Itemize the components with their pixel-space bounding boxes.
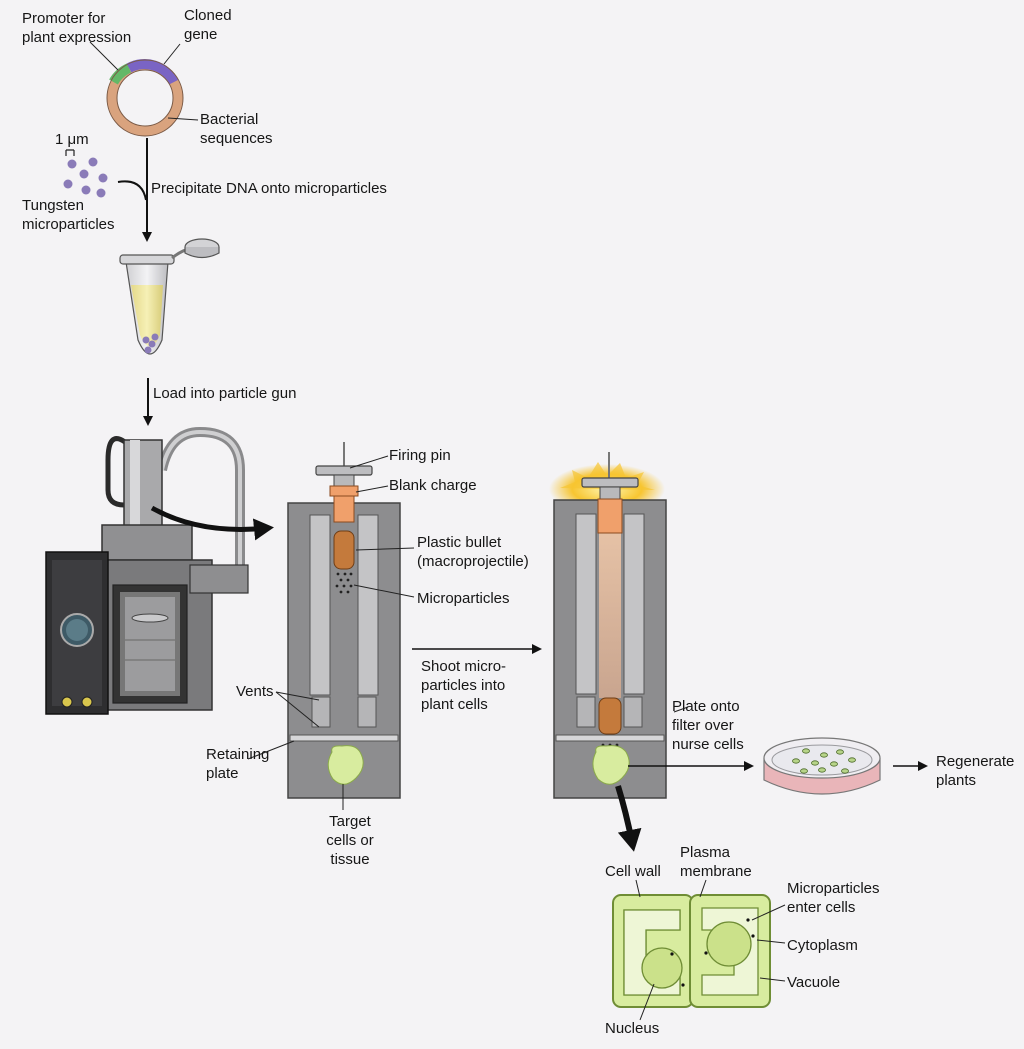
plant-cells <box>612 894 771 1008</box>
promoter-segment <box>109 63 132 85</box>
label-microparticles-enter: Microparticles enter cells <box>787 880 880 916</box>
label-blank-charge: Blank charge <box>389 477 477 494</box>
label-firing-pin: Firing pin <box>389 447 451 464</box>
scale-bar <box>65 149 75 156</box>
label-regenerate: Regenerate plants <box>936 753 1015 789</box>
target-tissue-1 <box>327 745 364 785</box>
label-cytoplasm: Cytoplasm <box>787 937 858 954</box>
nucleus-left <box>641 947 683 989</box>
chamber-firing <box>549 452 667 799</box>
particle-gun-machine <box>45 426 249 715</box>
microparticles-chamber-1 <box>335 572 353 594</box>
label-cloned-gene: Cloned gene <box>184 7 232 43</box>
label-vacuole: Vacuole <box>787 974 841 991</box>
chamber-before-firing <box>287 442 401 799</box>
label-plasma-membrane: Plasma membrane <box>680 844 752 880</box>
label-shoot: Shoot micro-particles into plant cells <box>421 658 507 713</box>
label-promoter: Promoter for plant expression <box>22 10 132 46</box>
petri-dish <box>763 737 881 795</box>
label-bacterial-sequences: Bacterial sequences <box>200 111 273 147</box>
label-scale: 1 μm <box>55 131 89 148</box>
label-plate-onto: Plate onto filter over nurse cells <box>672 698 744 753</box>
cloned-gene-segment <box>126 59 179 85</box>
label-microparticles: Microparticles <box>417 590 510 607</box>
tungsten-particles <box>63 157 108 198</box>
nucleus-right <box>706 921 752 967</box>
microfuge-tube <box>119 238 220 355</box>
label-load: Load into particle gun <box>153 385 297 402</box>
label-cell-wall: Cell wall <box>605 863 661 880</box>
label-precipitate: Precipitate DNA onto microparticles <box>151 180 387 197</box>
cells-zoom-arrow <box>615 785 642 852</box>
label-plastic-bullet: Plastic bullet (macroprojectile) <box>417 534 529 570</box>
label-tungsten: Tungsten microparticles <box>22 197 115 233</box>
zoom-arrow <box>150 505 274 541</box>
plasmid <box>89 41 199 137</box>
label-target-cells: Target cells or tissue <box>326 813 374 868</box>
label-vents: Vents <box>236 683 274 700</box>
label-nucleus: Nucleus <box>605 1020 660 1037</box>
label-retaining-plate: Retaining plate <box>206 746 270 782</box>
